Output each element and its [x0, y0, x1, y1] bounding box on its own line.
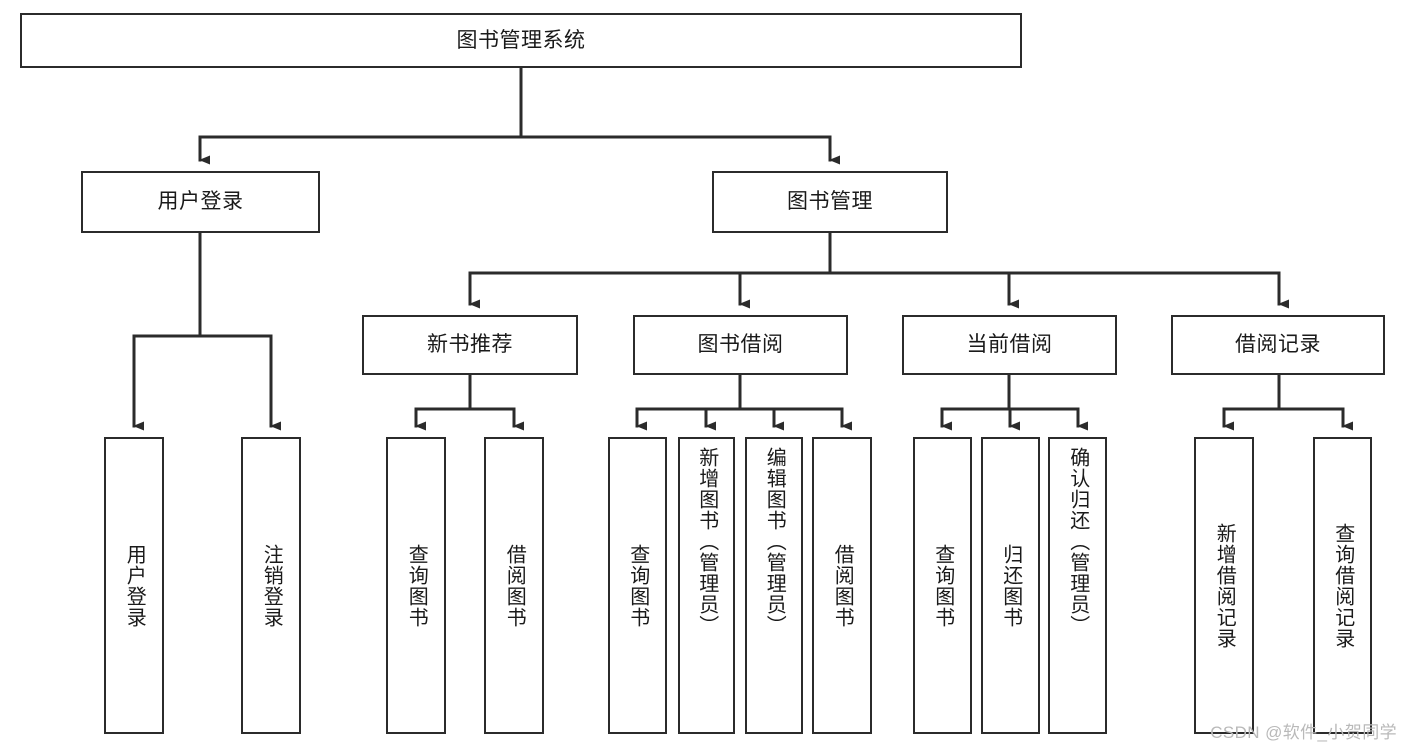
node-label: 确认归还（管理员） [1066, 447, 1089, 636]
csdn-watermark: CSDN @软件_小贺同学 [1210, 723, 1397, 742]
edge-group-borrow-record [1222, 373, 1353, 431]
node-leaf-confirm-return-admin[interactable]: 确认归还（管理员） [1048, 437, 1107, 734]
node-leaf-borrow-book[interactable]: 借阅图书 [812, 437, 872, 734]
node-root-system[interactable]: 图书管理系统 [20, 13, 1022, 68]
node-book-borrow[interactable]: 图书借阅 [633, 315, 848, 375]
node-label: 借阅记录 [1235, 333, 1321, 357]
node-label: 用户登录 [157, 190, 244, 214]
edge-group-new-book-rec [414, 373, 524, 431]
node-label: 编辑图书（管理员） [763, 447, 786, 636]
node-label: 查询图书 [405, 543, 428, 628]
node-current-borrow[interactable]: 当前借阅 [902, 315, 1117, 375]
edge-group-book-manage [468, 231, 1289, 309]
node-label: 查询图书 [931, 543, 954, 628]
node-leaf-add-borrow-record[interactable]: 新增借阅记录 [1194, 437, 1254, 734]
node-label: 新书推荐 [427, 333, 513, 357]
node-label: 新增借阅记录 [1213, 522, 1236, 649]
edge-group-user-login [132, 231, 281, 431]
node-leaf-user-login[interactable]: 用户登录 [104, 437, 164, 734]
node-label: 借阅图书 [503, 543, 526, 628]
node-leaf-edit-book-admin[interactable]: 编辑图书（管理员） [745, 437, 803, 734]
node-label: 查询图书 [626, 543, 649, 628]
node-new-book-recommend[interactable]: 新书推荐 [362, 315, 578, 375]
node-book-manage[interactable]: 图书管理 [712, 171, 948, 233]
edge-group-current-borrow [940, 373, 1088, 431]
node-label: 注销登录 [260, 543, 283, 628]
node-leaf-query-book-rec[interactable]: 查询图书 [386, 437, 446, 734]
node-leaf-query-borrow-record[interactable]: 查询借阅记录 [1313, 437, 1372, 734]
node-label: 图书借阅 [697, 333, 784, 357]
node-leaf-borrow-book-rec[interactable]: 借阅图书 [484, 437, 544, 734]
node-user-login[interactable]: 用户登录 [81, 171, 320, 233]
node-label: 图书管理 [787, 190, 873, 214]
edge-group-root [198, 66, 840, 165]
node-leaf-logout[interactable]: 注销登录 [241, 437, 301, 734]
node-leaf-query-book-borrow[interactable]: 查询图书 [608, 437, 667, 734]
node-label: 查询借阅记录 [1331, 522, 1354, 649]
node-borrow-record[interactable]: 借阅记录 [1171, 315, 1385, 375]
node-leaf-return-book[interactable]: 归还图书 [981, 437, 1040, 734]
node-label: 用户登录 [123, 543, 146, 628]
node-label: 图书管理系统 [456, 28, 586, 52]
node-leaf-add-book-admin[interactable]: 新增图书（管理员） [678, 437, 735, 734]
node-label: 归还图书 [999, 543, 1022, 628]
node-label: 新增图书（管理员） [695, 447, 718, 636]
node-label: 借阅图书 [831, 543, 854, 628]
edge-group-book-borrow [635, 373, 852, 431]
node-label: 当前借阅 [966, 333, 1053, 357]
node-leaf-query-book-current[interactable]: 查询图书 [913, 437, 972, 734]
